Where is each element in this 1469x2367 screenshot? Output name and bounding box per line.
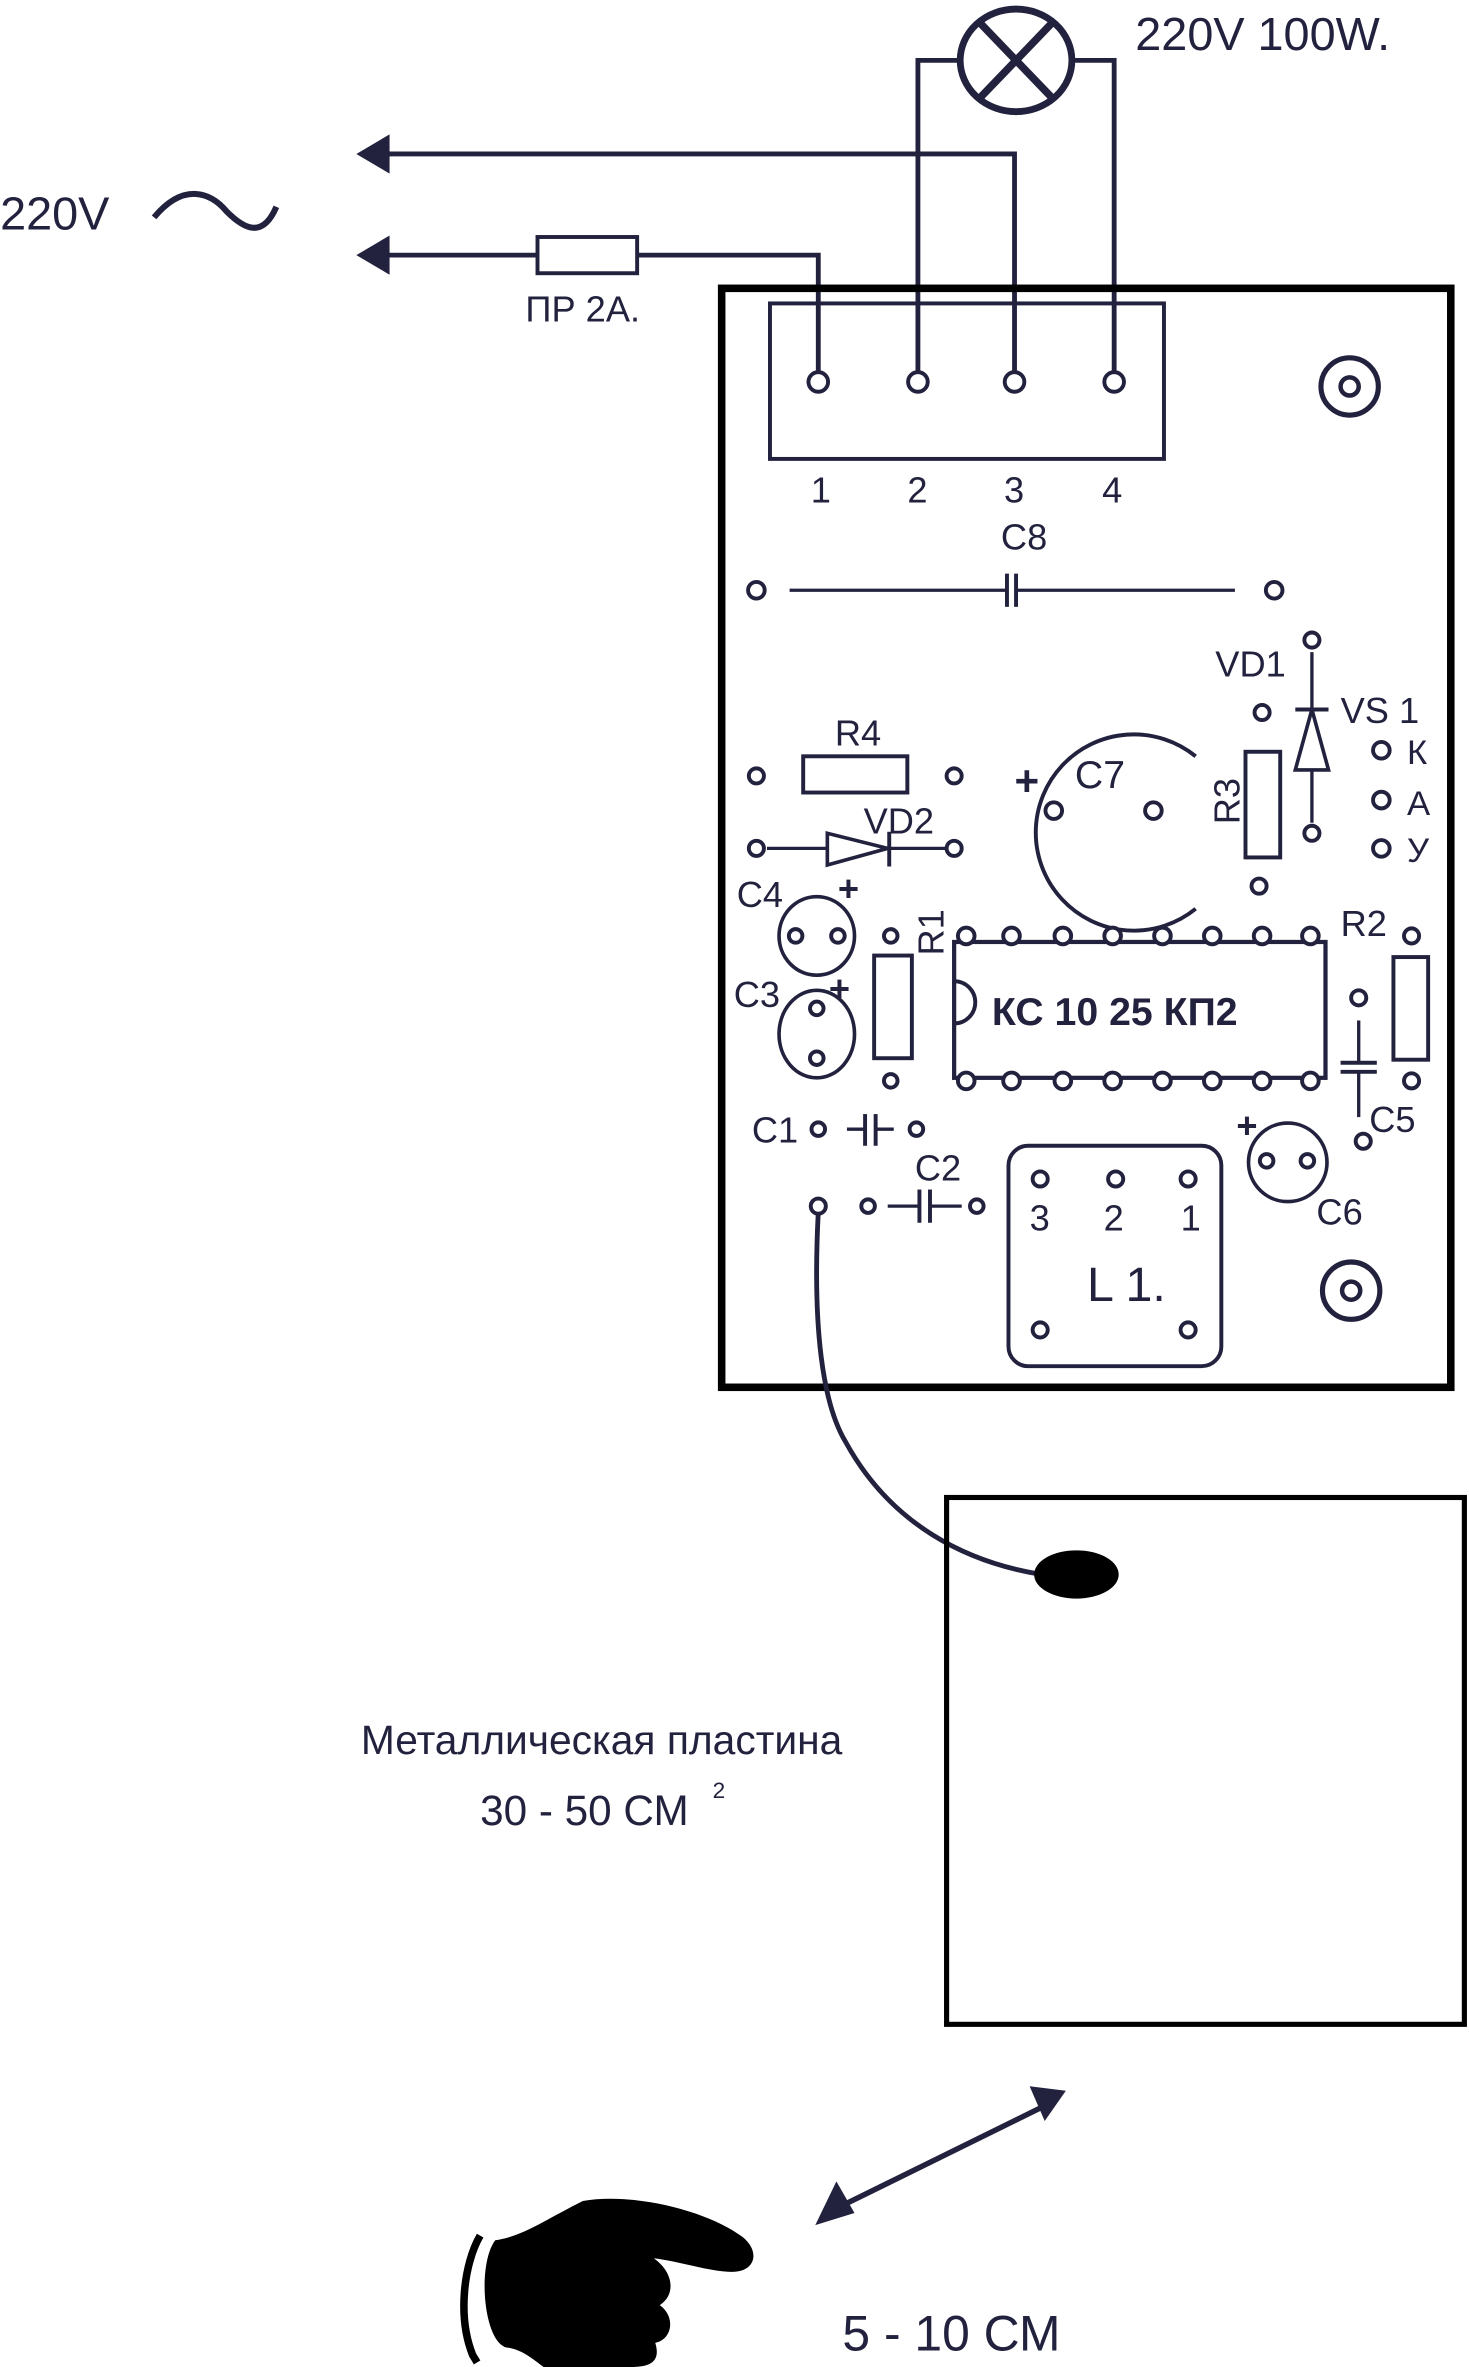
capacitor-c6: + C6 [1236,1105,1362,1232]
arrow-left-icon [356,134,390,174]
ic-chip: КС 10 25 КП2 [952,925,1328,1092]
ic-pins-top [955,925,1321,947]
plate-area-exponent: 2 [713,1778,726,1803]
arrow-left-icon [356,235,390,275]
mounting-hole-icon [1318,355,1381,418]
vs1-pin-label: А [1407,785,1431,823]
vd2-label: VD2 [864,800,934,841]
lamp-rating-label: 220V 100W. [1135,8,1390,60]
l1-pin-label: 1 [1181,1197,1201,1238]
vs1-pin-label: К [1407,734,1428,772]
vs1-pin-label: У [1407,832,1430,870]
r4-label: R4 [835,713,881,754]
c7-label: C7 [1075,753,1125,797]
connector-pin-3 [1002,370,1027,394]
vd1-label: VD1 [1215,643,1285,684]
connector-pin-label: 1 [811,470,831,511]
terminal-connector: 1 2 3 4 [768,301,1166,511]
mains-input: 220V ~ [0,187,280,239]
capacitor-c1: C1 [752,1110,926,1151]
fuse-symbol [535,235,640,276]
plate-contact-point [1034,1550,1119,1599]
distance-arrow [815,2086,1066,2226]
connector-pin-label: 4 [1102,470,1122,511]
connector-pin-2 [906,370,930,394]
connector-pin-4 [1102,370,1126,394]
thyristor-vs1: VD1 VS 1 К А У [1215,630,1431,870]
capacitor-c8: C8 [746,516,1285,607]
r3-label: R3 [1206,778,1247,824]
plate-title: Металлическая пластина [361,1717,843,1763]
c3-plus-label: + [829,968,850,1009]
ic-pins-bottom [955,1070,1321,1092]
l1-pin-label: 2 [1104,1197,1124,1238]
capacitor-c7: + C7 [1015,732,1197,933]
metal-plate-outline [944,1494,1467,2027]
mains-voltage-label: 220V [0,187,109,239]
wire-mains-pin1: ПР 2А. [356,235,821,381]
c7-plus-label: + [1015,758,1040,805]
plate-caption: Металлическая пластина 30 - 50 СМ 2 [361,1717,843,1834]
mounting-hole-icon [1319,1259,1383,1322]
sensor-wire [814,1212,1043,1577]
c3-label: C3 [734,974,780,1015]
connector-housing [768,301,1166,461]
arrow-head-icon [815,2181,855,2226]
distance-label: 5 - 10 СМ [842,2305,1060,2361]
c6-plus-label: + [1236,1105,1257,1146]
plate-area: 30 - 50 СМ [480,1787,689,1834]
resistor-r1: R1 [872,909,952,1090]
connector-pin-label: 3 [1004,470,1024,511]
pcb-board-outline [717,284,1455,1392]
inductor-l1: 3 2 1 L 1. [1006,1143,1224,1369]
capacitor-c2: C2 [808,1147,986,1223]
resistor-r2: R2 [1341,903,1431,1091]
c4-plus-label: + [838,868,859,909]
ac-sine-icon [151,190,280,231]
ic-part-number: КС 10 25 КП2 [992,990,1238,1034]
r1-label: R1 [911,909,952,955]
diode-vd2: VD2 [746,800,964,868]
resistor-r3: R3 [1206,749,1283,896]
capacitor-c5: C5 [1340,988,1416,1151]
connector-pin-1 [806,370,831,394]
vs1-label: VS 1 [1341,690,1420,731]
c4-label: C4 [737,874,783,915]
c6-label: C6 [1316,1191,1362,1232]
lamp: 220V 100W. [915,5,1390,381]
l1-label: L 1. [1087,1258,1166,1312]
r2-label: R2 [1341,903,1387,944]
c8-label: C8 [1001,516,1047,557]
capacitor-c3: C3 + [734,968,857,1080]
ic-notch [954,979,978,1026]
capacitor-c4: C4 + [737,868,859,977]
hand-pointing-icon [460,2198,754,2367]
fuse-label: ПР 2А. [525,289,640,330]
resistor-r4: R4 [746,713,964,795]
connector-pin-label: 2 [907,470,927,511]
c2-label: C2 [915,1147,961,1188]
lamp-icon [956,5,1076,116]
arrow-head-icon [1029,2086,1066,2121]
c5-label: C5 [1369,1099,1415,1140]
l1-pin-label: 3 [1030,1197,1050,1238]
c1-label: C1 [752,1110,798,1151]
